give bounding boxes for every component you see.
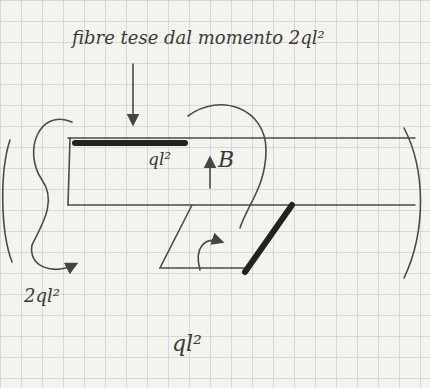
moment-label: ql² (172, 332, 202, 356)
strut-outline (160, 205, 245, 268)
moment-arc (32, 119, 76, 269)
note-text: fibre tese dal momento 2ql² (72, 28, 325, 48)
point-label: B (218, 148, 234, 172)
moment-arc (188, 105, 266, 228)
tensed-fibres-strut (245, 205, 292, 272)
moment-label: 2ql² (24, 286, 60, 306)
beam-bottom-line (68, 204, 415, 206)
cut-mark (404, 128, 421, 278)
moment-arrow (209, 158, 211, 188)
leader-arrow (132, 64, 134, 124)
beam-end-line (68, 138, 70, 205)
moment-label: ql² (148, 150, 171, 169)
moment-arc (198, 240, 222, 270)
tensed-fibres (75, 140, 185, 146)
cut-mark (3, 140, 12, 262)
beam-top-line (68, 137, 415, 139)
